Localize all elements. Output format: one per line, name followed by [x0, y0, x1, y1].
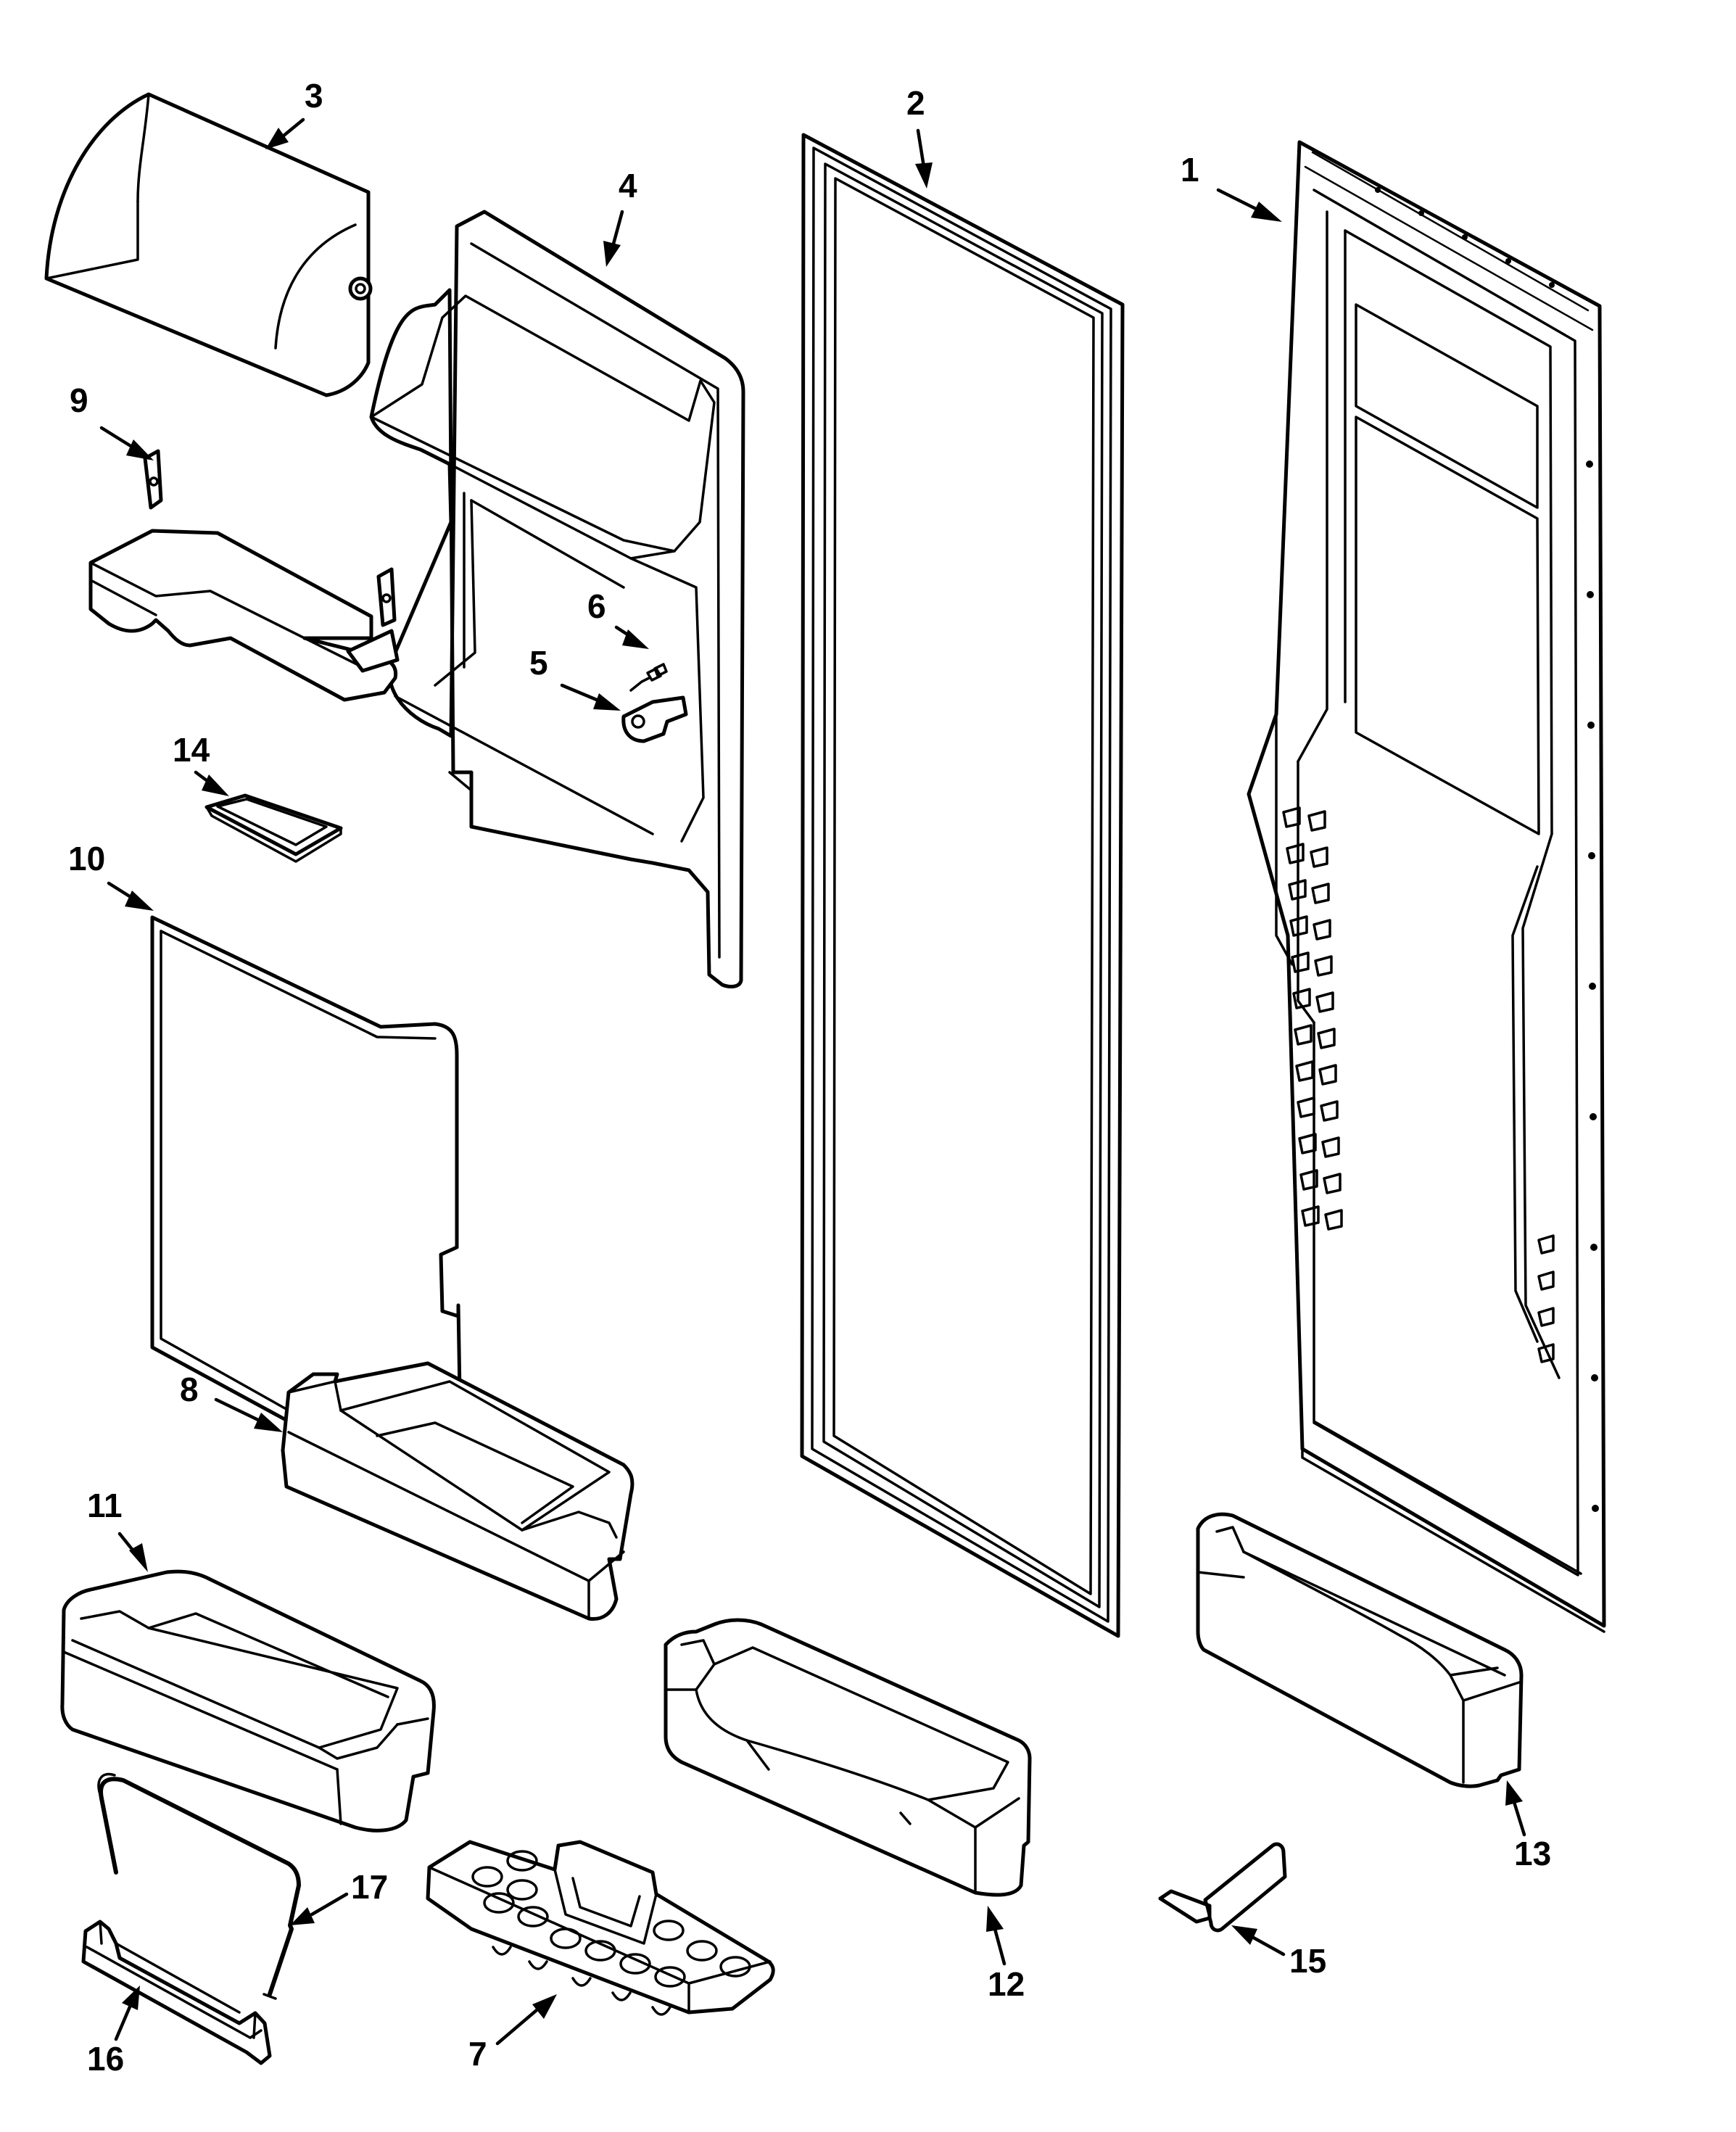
arrowhead-3: [265, 128, 289, 149]
part-8-bin: [281, 1361, 635, 1621]
arrowhead-8: [254, 1413, 283, 1432]
arrowhead-6: [622, 629, 649, 649]
callout-9: 9: [70, 381, 88, 419]
arrowhead-2: [915, 162, 933, 189]
part-9-shelf-support: [88, 449, 400, 702]
callout-10: 10: [68, 840, 105, 877]
part-7-egg-tray: [426, 1840, 775, 2016]
arrowhead-1: [1251, 202, 1282, 222]
leader-16: [114, 2003, 133, 2041]
part-15-clip: [1158, 1842, 1287, 1933]
arrowhead-7: [532, 1994, 557, 2019]
arrowhead-16: [122, 1986, 140, 2010]
part-13-door-bin: [1196, 1512, 1524, 1788]
arrowhead-4: [603, 241, 621, 267]
part-16-bail-retainer: [81, 1920, 272, 2065]
leader-9: [99, 426, 136, 450]
callout-5: 5: [529, 644, 548, 682]
leader-8: [214, 1397, 263, 1424]
arrowhead-14: [202, 774, 229, 796]
callout-14: 14: [173, 731, 210, 769]
leader-13: [1512, 1800, 1526, 1837]
arrowhead-10: [125, 891, 154, 911]
part-4-dairy-compartment: [369, 210, 745, 988]
callout-15: 15: [1289, 1942, 1326, 1980]
callout-16: 16: [87, 2040, 124, 2078]
callout-6: 6: [587, 587, 606, 625]
leader-12: [993, 1927, 1007, 1966]
part-1-edge-dots: [1375, 187, 1599, 1512]
part-6-spring: [629, 663, 668, 692]
part-1-shelf-hooks: [1282, 806, 1555, 1363]
leader-5: [560, 683, 604, 704]
callout-2: 2: [906, 84, 925, 122]
part-3-dairy-door: [44, 92, 373, 397]
leader-4: [611, 210, 624, 249]
leader-2: [916, 128, 926, 169]
callout-13: 13: [1514, 1835, 1551, 1872]
part-11-bin: [60, 1569, 436, 1833]
leader-17: [310, 1892, 349, 1917]
callout-12: 12: [988, 1965, 1025, 2003]
arrowhead-13: [1505, 1780, 1523, 1806]
part-1-door-liner: [1247, 140, 1606, 1633]
arrowhead-12: [986, 1906, 1004, 1932]
part-2-door-gasket: [800, 133, 1125, 1638]
leader-15: [1249, 1934, 1286, 1957]
arrowhead-9: [126, 439, 154, 460]
leader-7: [495, 2008, 539, 2046]
callout-17: 17: [351, 1868, 388, 1906]
leader-3: [281, 117, 305, 139]
part-14-small-tray: [204, 793, 343, 863]
callout-4: 4: [619, 167, 637, 204]
part-12-door-bin: [664, 1618, 1032, 1897]
callouts: 1 2 3 4 5 6 7 8 9 10: [68, 77, 1551, 2078]
arrowhead-11: [129, 1543, 148, 1572]
part-17-wire-bail: [97, 1772, 301, 2000]
callout-7: 7: [468, 2035, 487, 2073]
leader-11: [117, 1532, 136, 1554]
part-5-latch: [621, 695, 688, 743]
callout-8: 8: [180, 1371, 199, 1408]
leader-1: [1216, 188, 1264, 214]
arrowhead-5: [593, 693, 621, 711]
arrowhead-15: [1231, 1925, 1257, 1945]
callout-1: 1: [1181, 151, 1199, 189]
arrowhead-17: [290, 1907, 315, 1925]
callout-3: 3: [305, 77, 323, 115]
callout-11: 11: [87, 1487, 123, 1524]
